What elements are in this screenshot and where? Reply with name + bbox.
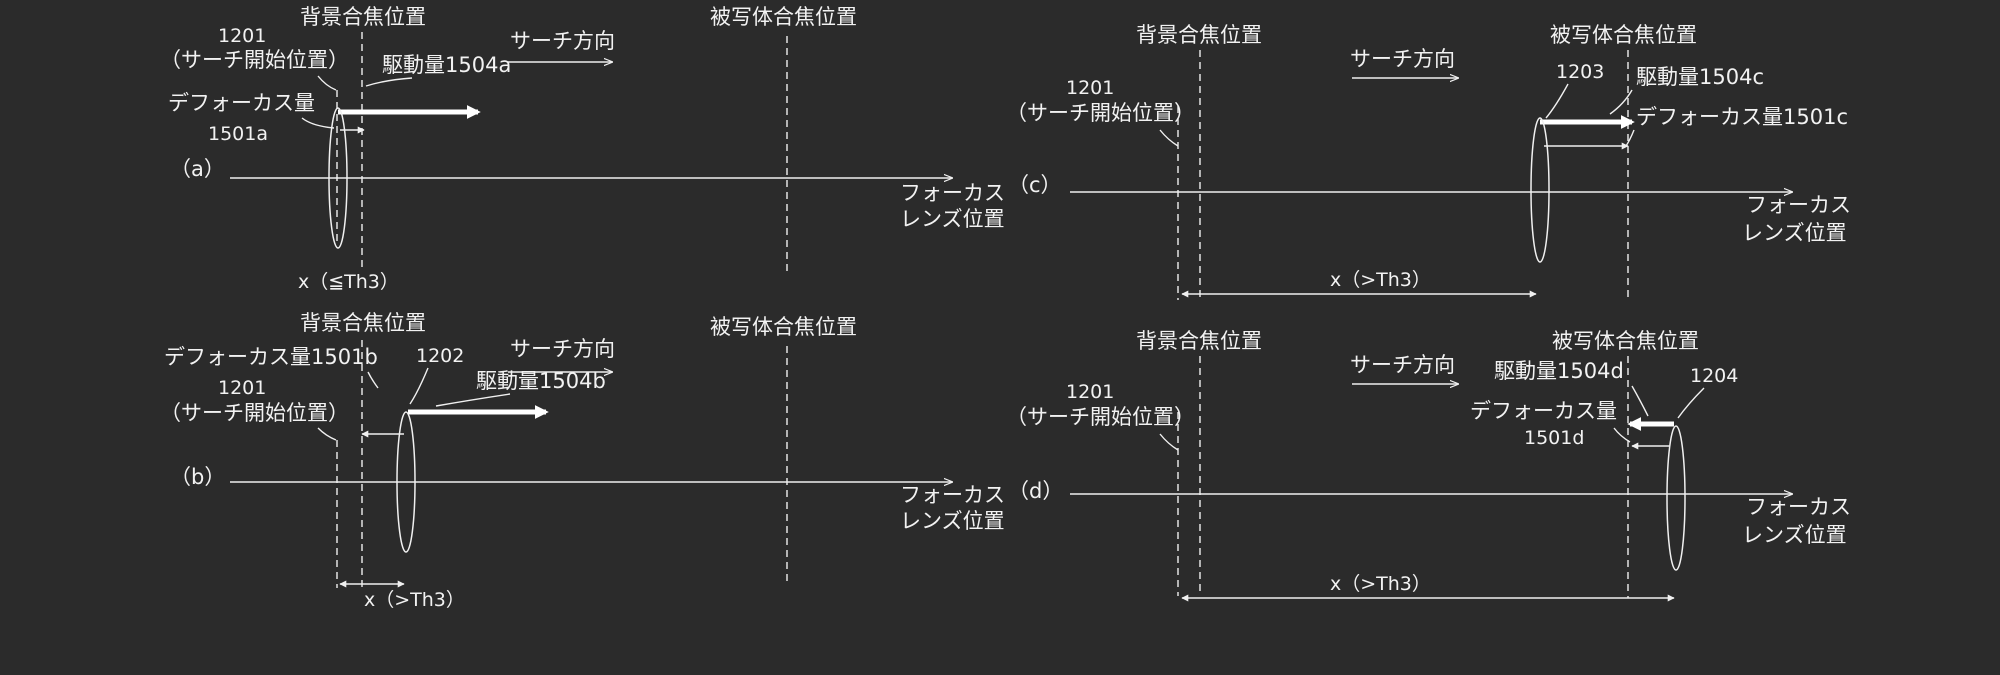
panel-d-subject-focus-label: 被写体合焦位置 [1552,329,1699,353]
panel-c-defocus-label: デフォーカス量1501c [1636,105,1848,129]
panel-c-tag: （c） [1008,173,1062,197]
panel-d: 背景合焦位置 被写体合焦位置 サーチ方向 駆動量1504d 1204 1201 … [1006,329,1851,602]
panel-a-drive-leader [365,77,413,87]
panel-b-tag: （b） [170,465,225,489]
panel-a-x-label: x（≦Th3） [298,271,399,293]
panel-c-subject-focus-label: 被写体合焦位置 [1550,23,1697,47]
panel-a-tag: （a） [170,157,225,181]
panel-b-subject-focus-label: 被写体合焦位置 [710,315,857,339]
panel-d-defocus-value: 1501d [1524,427,1584,449]
panel-b-drive-leader [435,393,511,407]
panel-c-start-label: （サーチ開始位置） [1006,101,1195,125]
panel-a-start-leader [317,75,337,91]
panel-a-defocus-value: 1501a [208,123,268,145]
panel-d-start-number: 1201 [1066,381,1114,403]
panel-c-start-leader [1159,129,1179,147]
panel-a-axis-label-1: フォーカス [900,181,1005,205]
panel-d-x-label: x（>Th3） [1330,573,1431,595]
panel-d-defocus-label: デフォーカス量 [1470,399,1617,423]
panel-a-start-number: 1201 [218,25,266,47]
panel-d-drive-label: 駆動量1504d [1494,359,1624,383]
panel-a-lens [328,107,348,249]
panel-b-axis-label-1: フォーカス [900,483,1005,507]
panel-d-bg-focus-label: 背景合焦位置 [1136,329,1262,353]
panel-c-bg-focus-label: 背景合焦位置 [1136,23,1262,47]
panel-a-bg-focus-label: 背景合焦位置 [300,5,426,29]
panel-b-lens [396,411,416,553]
panel-d-axis-label-2: レンズ位置 [1742,523,1847,547]
panel-c-axis-label-1: フォーカス [1746,193,1851,217]
panel-c-drive-leader [1609,89,1633,115]
panel-c-lens [1530,117,1550,263]
panel-b-defocus-label: デフォーカス量1501b [164,345,378,369]
panel-b: 背景合焦位置 被写体合焦位置 サーチ方向 デフォーカス量1501b 1201 （… [160,311,1005,611]
panel-b-search-direction-label: サーチ方向 [510,337,615,361]
panel-d-lens-number: 1204 [1690,365,1738,387]
panel-b-bg-focus-label: 背景合焦位置 [300,311,426,335]
panel-b-x-label: x（>Th3） [364,589,465,611]
panel-b-start-number: 1201 [218,377,266,399]
panel-b-defocus-leader [367,371,379,389]
panel-d-start-label: （サーチ開始位置） [1006,405,1195,429]
panel-b-start-label: （サーチ開始位置） [160,401,349,425]
panel-b-lens-number: 1202 [416,345,464,367]
panel-d-tag: （d） [1008,479,1063,503]
panel-c-defocus-leader [1625,129,1635,147]
panel-d-lens-leader [1677,387,1705,419]
panel-a: 背景合焦位置 被写体合焦位置 サーチ方向 1201 （サーチ開始位置） 駆動量1… [160,5,1005,293]
panel-d-drive-leader [1631,385,1649,417]
panel-c: 背景合焦位置 被写体合焦位置 サーチ方向 1201 （サーチ開始位置） 1203… [1006,23,1851,300]
panel-a-axis-label-2: レンズ位置 [900,207,1005,231]
panel-c-drive-label: 駆動量1504c [1636,65,1764,89]
panel-d-lens [1666,425,1686,571]
panel-c-search-direction-label: サーチ方向 [1350,47,1455,71]
panel-a-subject-focus-label: 被写体合焦位置 [710,5,857,29]
panel-c-lens-leader [1545,83,1569,119]
panel-a-search-direction-label: サーチ方向 [510,29,615,53]
panel-c-axis-label-2: レンズ位置 [1742,221,1847,245]
panel-c-start-number: 1201 [1066,77,1114,99]
panel-d-defocus-leader [1613,427,1631,443]
panel-d-start-leader [1159,433,1179,451]
panel-d-axis-label-1: フォーカス [1746,495,1851,519]
panel-a-start-label: （サーチ開始位置） [160,48,349,72]
panel-b-drive-label: 駆動量1504b [476,369,606,393]
panel-b-lens-leader [409,367,429,405]
panel-a-drive-label: 駆動量1504a [382,53,511,77]
panel-c-x-label: x（>Th3） [1330,269,1431,291]
panel-b-start-leader [317,427,337,441]
panel-d-search-direction-label: サーチ方向 [1350,353,1455,377]
panel-b-axis-label-2: レンズ位置 [900,509,1005,533]
panel-a-defocus-leader [301,117,335,129]
panel-c-lens-number: 1203 [1556,61,1604,83]
panel-a-defocus-label: デフォーカス量 [168,91,315,115]
